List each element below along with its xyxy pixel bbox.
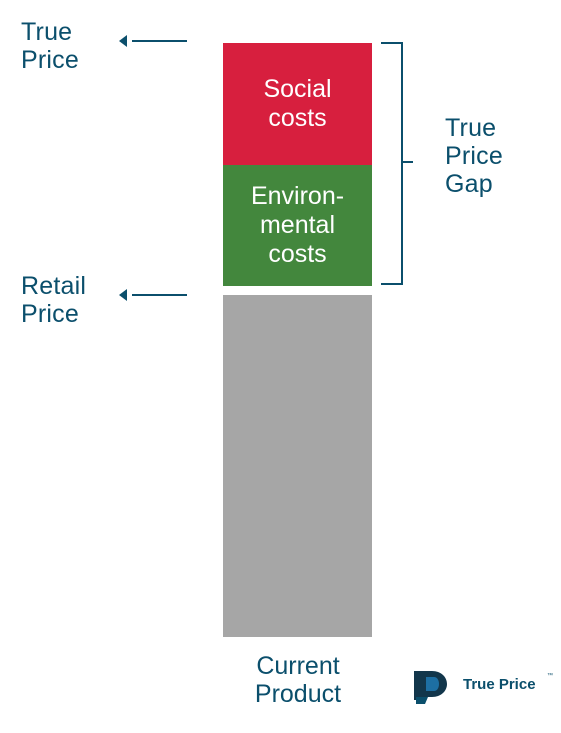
true-price-label: True Price — [21, 18, 79, 74]
environmental-costs-label-line-2: mental — [259, 211, 336, 239]
right-bracket-icon — [381, 42, 413, 285]
true-price-logo-icon — [414, 671, 447, 704]
true-price-gap-label-line-2: Price — [445, 142, 503, 170]
true-price-label-line-2: Price — [21, 46, 79, 74]
retail-price-label-line-2: Price — [21, 300, 79, 328]
trademark-mark: ™ — [547, 673, 553, 679]
true-price-gap-label-line-1: True — [445, 114, 497, 142]
environmental-costs-block: Environ- mental costs — [223, 165, 372, 286]
retail-price-block — [223, 295, 372, 637]
current-product-label: Current Product — [222, 652, 374, 708]
current-product-label-line-2: Product — [254, 680, 342, 708]
true-price-arrow-icon — [119, 35, 187, 47]
true-price-logo-text: True Price — [463, 676, 536, 693]
environmental-costs-label-line-3: costs — [268, 240, 327, 268]
true-price-gap-label-line-3: Gap — [445, 170, 493, 198]
social-costs-label: Social costs — [263, 75, 331, 133]
social-costs-block: Social costs — [223, 43, 372, 165]
retail-price-label: Retail Price — [21, 272, 86, 328]
social-costs-label-line-2: costs — [268, 104, 327, 132]
current-product-label-line-1: Current — [256, 652, 340, 680]
environmental-costs-label: Environ- mental costs — [251, 182, 344, 269]
social-costs-label-line-1: Social — [263, 75, 332, 103]
true-price-label-line-1: True — [21, 18, 73, 46]
environmental-costs-label-line-1: Environ- — [250, 182, 345, 210]
true-price-gap-label: True Price Gap — [445, 114, 503, 198]
retail-price-arrow-icon — [119, 289, 187, 301]
retail-price-label-line-1: Retail — [21, 272, 87, 300]
